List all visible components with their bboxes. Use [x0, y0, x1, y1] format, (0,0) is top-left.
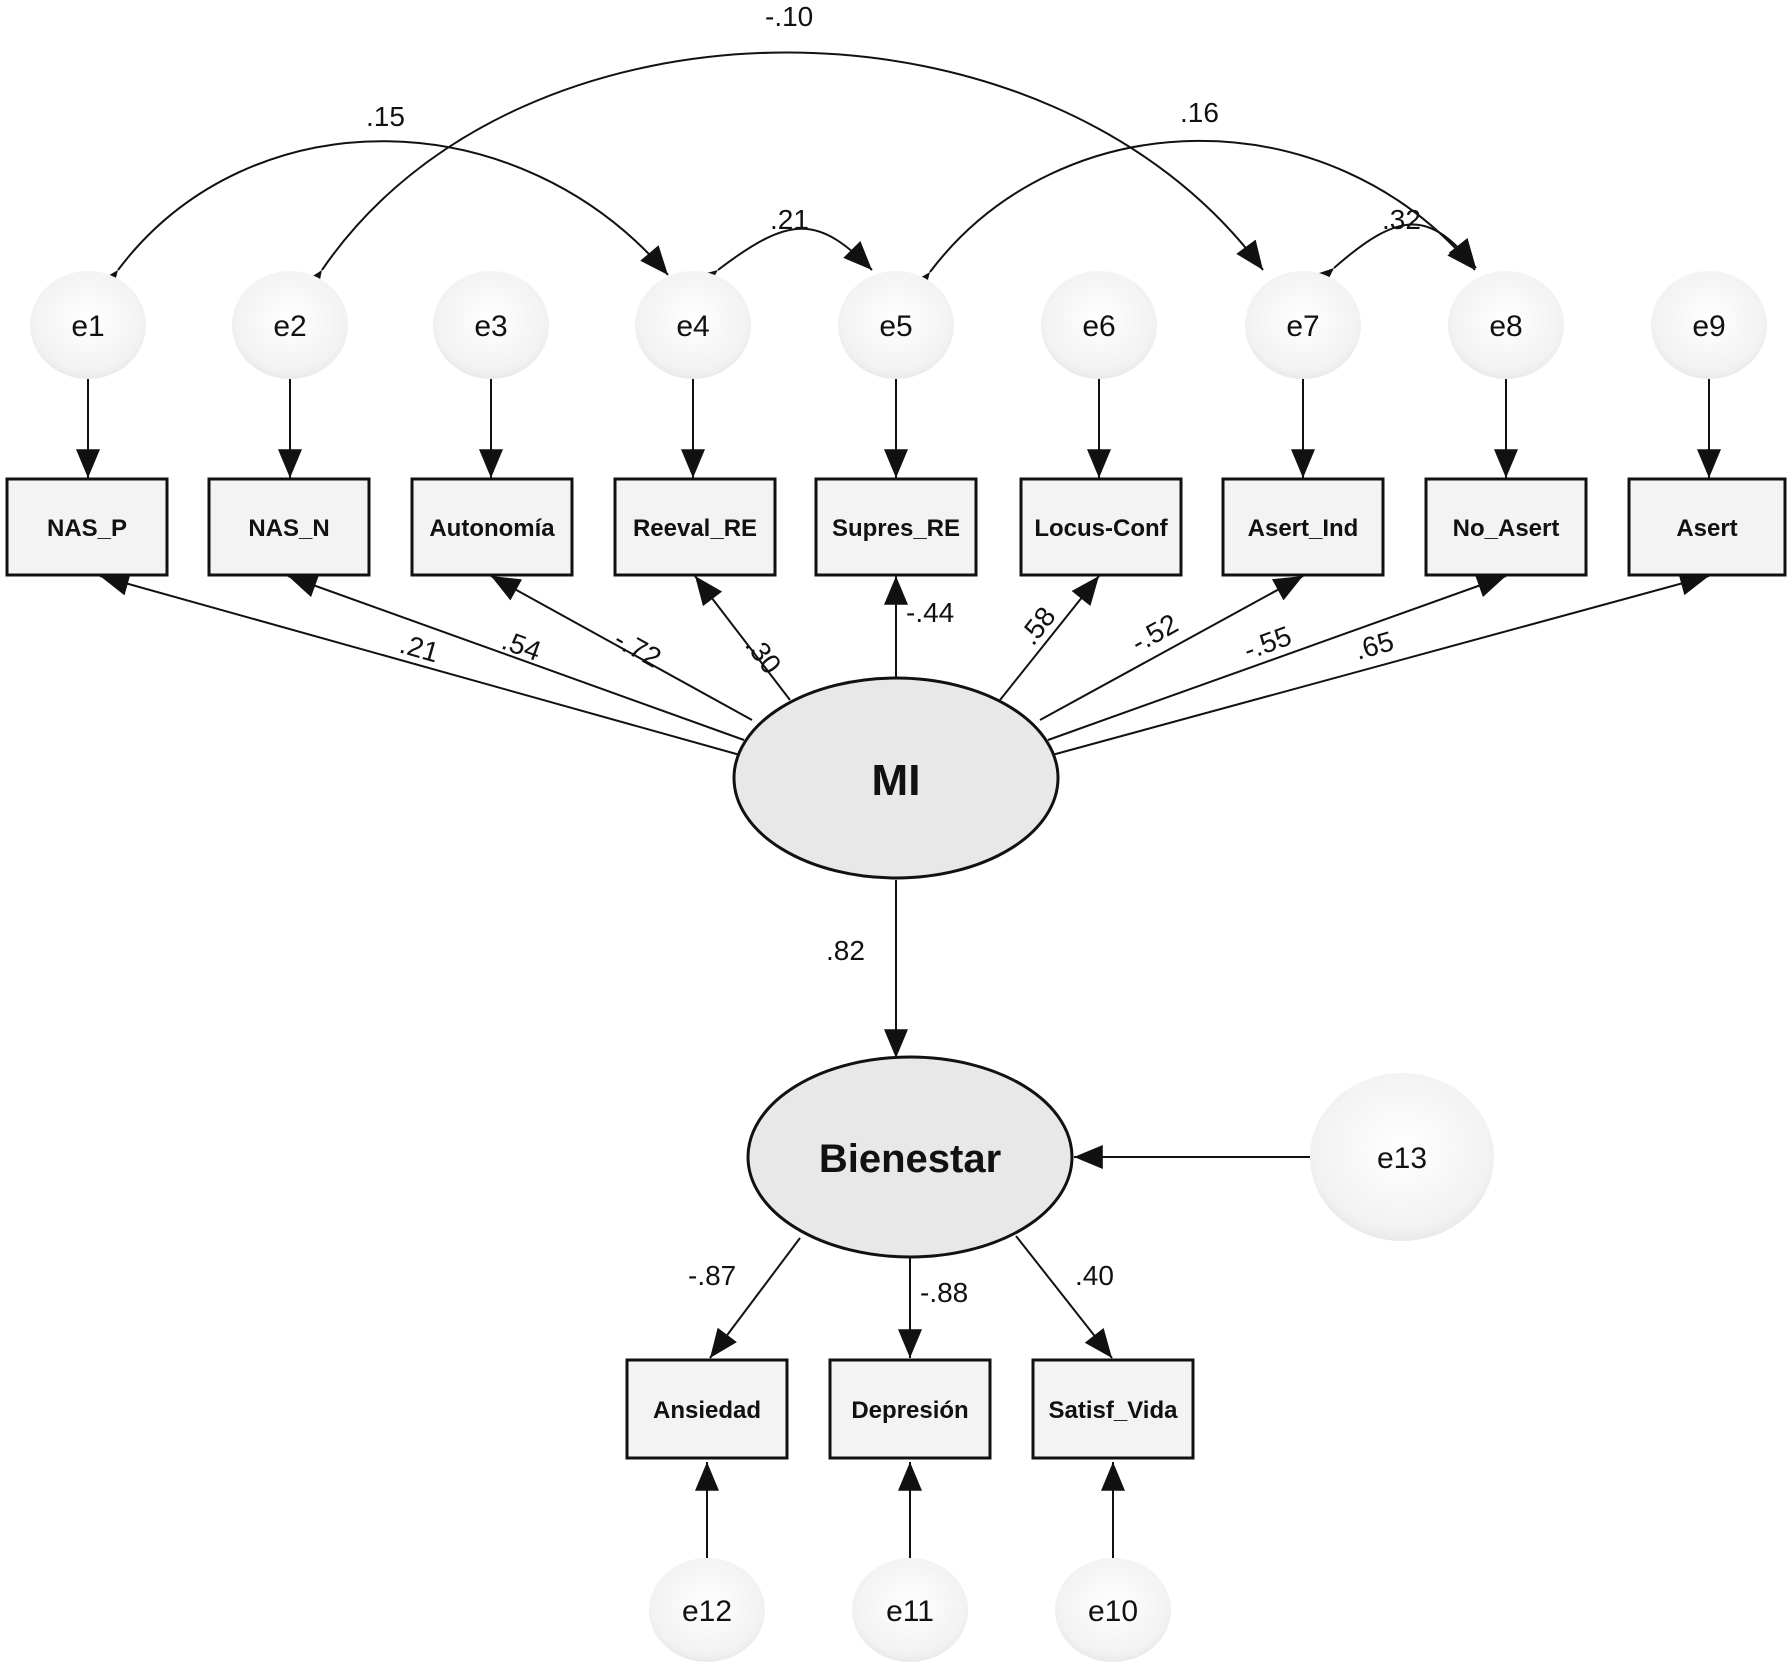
- error-node-e2: e2: [232, 271, 348, 379]
- arrow-mi-no-asert: [1047, 574, 1507, 741]
- observed-label-asert-ind: Asert_Ind: [1248, 515, 1359, 542]
- loading-label-autonomia: -.72: [609, 623, 666, 674]
- observed-node-supres: Supres_RE: [814, 477, 978, 577]
- error-label-e2: e2: [273, 310, 306, 343]
- cov-arc-e7-e8: [1304, 223, 1477, 297]
- latent-label-mi: MI: [872, 756, 921, 805]
- observed-label-nas-p: NAS_P: [47, 515, 127, 542]
- cov-arc-e5-e8: [903, 139, 1476, 303]
- latent-label-bienestar: Bienestar: [819, 1137, 1001, 1181]
- error-node-e11: e11: [852, 1558, 968, 1662]
- observed-node-reeval: Reeval_RE: [613, 477, 777, 577]
- error-node-e3: e3: [433, 271, 549, 379]
- cov-label-e7-e8: .32: [1382, 204, 1421, 235]
- cov-label-e1-e4: .15: [366, 101, 405, 132]
- error-nodes-top: e1 e2 e3 e4 e5 e6 e7 e8: [30, 271, 1767, 379]
- error-label-e3: e3: [474, 310, 507, 343]
- observed-label-ansiedad: Ansiedad: [653, 1397, 761, 1424]
- error-node-e1: e1: [30, 271, 146, 379]
- observed-node-nas-n: NAS_N: [207, 477, 371, 577]
- loading-label-reeval: .30: [739, 630, 787, 680]
- latent-node-bienestar: Bienestar: [746, 1055, 1074, 1259]
- loading-label-no-asert: -.55: [1239, 620, 1295, 666]
- error-node-e9: e9: [1651, 271, 1767, 379]
- error-arrows-bottom: [695, 1462, 1125, 1560]
- observed-nodes-bottom: Ansiedad Depresión Satisf_Vida: [625, 1358, 1195, 1460]
- observed-label-autonomia: Autonomía: [429, 515, 555, 542]
- cov-label-e2-e7: -.10: [765, 1, 813, 32]
- arrow-mi-nas-p: [99, 572, 741, 756]
- observed-node-satisf: Satisf_Vida: [1031, 1358, 1195, 1460]
- observed-node-depresion: Depresión: [828, 1358, 992, 1460]
- bienestar-loading-labels: -.87 -.88 .40: [688, 1260, 1114, 1308]
- loading-label-asert: .65: [1351, 625, 1397, 666]
- loading-label-satisf: .40: [1075, 1260, 1114, 1291]
- covariance-labels: -.10 .15 .16 .21 .32: [366, 1, 1421, 235]
- observed-label-satisf: Satisf_Vida: [1049, 1397, 1179, 1424]
- observed-node-no-asert: No_Asert: [1424, 477, 1588, 577]
- cov-label-e4-e5: .21: [770, 204, 809, 235]
- error-nodes-bottom: e12 e11 e10: [649, 1558, 1171, 1662]
- arrow-mi-asert: [1051, 571, 1710, 756]
- loading-label-ansiedad: -.87: [688, 1260, 736, 1291]
- observed-label-depresion: Depresión: [851, 1397, 968, 1424]
- observed-label-nas-n: NAS_N: [248, 515, 329, 542]
- loading-label-asert-ind: -.52: [1126, 608, 1183, 659]
- observed-node-ansiedad: Ansiedad: [625, 1358, 789, 1460]
- observed-node-locus: Locus-Conf: [1019, 477, 1183, 577]
- error-arrows-top: [76, 378, 1721, 479]
- error-label-e4: e4: [676, 310, 709, 343]
- error-node-e5: e5: [838, 271, 954, 379]
- arrow-mi-autonomia: [490, 575, 753, 721]
- observed-node-asert: Asert: [1627, 477, 1787, 577]
- cov-label-e5-e8: .16: [1180, 97, 1219, 128]
- mi-loading-arrows: [99, 571, 1710, 756]
- error-label-e8: e8: [1489, 310, 1522, 343]
- observed-label-reeval: Reeval_RE: [633, 515, 757, 542]
- arrow-mi-reeval: [694, 575, 791, 701]
- error-label-e1: e1: [71, 310, 104, 343]
- observed-label-asert: Asert: [1676, 515, 1737, 542]
- error-label-e5: e5: [879, 310, 912, 343]
- loading-label-nas-p: .21: [396, 628, 442, 669]
- error-label-e7: e7: [1286, 310, 1319, 343]
- regression-label-mi-bienestar: .82: [826, 935, 865, 966]
- error-node-e7: e7: [1245, 271, 1361, 379]
- error-node-e8: e8: [1448, 271, 1564, 379]
- observed-label-locus: Locus-Conf: [1034, 515, 1168, 542]
- loading-label-supres: -.44: [906, 597, 954, 628]
- observed-node-nas-p: NAS_P: [5, 477, 169, 577]
- error-node-e13: e13: [1310, 1073, 1494, 1241]
- arrow-bienestar-ansiedad: [709, 1237, 801, 1359]
- error-label-e11: e11: [886, 1595, 934, 1628]
- observed-label-no-asert: No_Asert: [1453, 515, 1560, 542]
- error-node-e6: e6: [1041, 271, 1157, 379]
- error-label-e10: e10: [1088, 1595, 1138, 1628]
- cov-arc-e2-e7: [295, 51, 1264, 301]
- error-label-e6: e6: [1082, 310, 1115, 343]
- arrow-mi-asert-ind: [1039, 575, 1304, 721]
- error-node-e4: e4: [635, 271, 751, 379]
- error-node-e10: e10: [1055, 1558, 1171, 1662]
- observed-node-autonomia: Autonomía: [410, 477, 574, 577]
- covariance-arcs: [91, 51, 1477, 303]
- observed-nodes-top: NAS_P NAS_N Autonomía Reeval_RE Supres_R…: [5, 477, 1787, 577]
- arrow-mi-locus: [999, 575, 1100, 701]
- observed-label-supres: Supres_RE: [832, 515, 960, 542]
- error-label-e12: e12: [682, 1595, 732, 1628]
- loading-label-locus: .58: [1013, 601, 1061, 651]
- loading-label-depresion: -.88: [920, 1277, 968, 1308]
- cov-arc-e4-e5: [687, 227, 873, 298]
- loading-label-nas-n: .54: [498, 625, 545, 667]
- error-label-e13: e13: [1377, 1142, 1427, 1175]
- bienestar-loading-arrows: [709, 1235, 1113, 1359]
- arrow-mi-nas-n: [287, 574, 745, 741]
- error-node-e12: e12: [649, 1558, 765, 1662]
- arrow-bienestar-satisf: [1015, 1235, 1113, 1359]
- latent-node-mi: MI: [732, 676, 1060, 880]
- cov-arc-e1-e4: [91, 140, 669, 301]
- error-label-e9: e9: [1692, 310, 1725, 343]
- observed-node-asert-ind: Asert_Ind: [1221, 477, 1385, 577]
